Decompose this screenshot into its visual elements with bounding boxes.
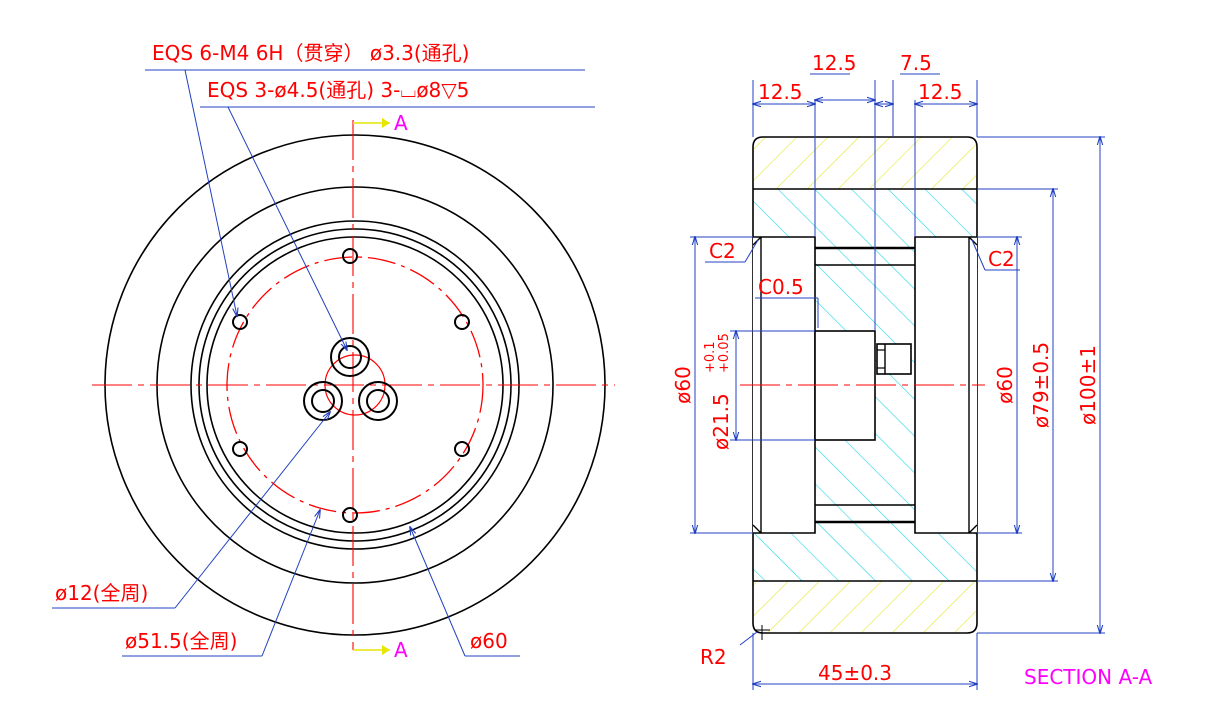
tapped-hole	[232, 314, 248, 330]
chamfer-left: C2	[709, 239, 736, 263]
tapped-hole	[342, 507, 358, 523]
callout-bore: ø60	[410, 527, 520, 657]
wheel-section-outline	[752, 136, 978, 634]
dim-hub-tol-lower: +0.05	[717, 333, 732, 373]
tapped-hole	[454, 441, 470, 457]
dim-right-step: 12.5	[918, 80, 963, 104]
callout-pcd-large: ø51.5(全周)	[122, 510, 320, 657]
dim-groove: 7.5	[900, 51, 932, 75]
chamfer-inner: C0.5	[758, 275, 804, 299]
callout-pcd-large-text: ø51.5(全周)	[125, 629, 237, 653]
section-label: SECTION A-A	[1024, 665, 1152, 689]
chamfer-right: C2	[988, 247, 1015, 271]
dim-hub: ø21.5	[709, 393, 733, 450]
dim-outer: ø100±1	[1076, 345, 1100, 425]
core-hatch-top	[753, 189, 977, 237]
callout-pcd-small: ø12(全周)	[52, 412, 330, 609]
hub-boss	[876, 343, 912, 375]
dim-overall: 45±0.3	[818, 661, 892, 685]
dim-diameter-lines	[690, 137, 1105, 633]
front-view: A A EQS 6-M4 6H（贯穿） ø3.3(通孔) EQS 3-ø4.5(…	[52, 41, 615, 662]
web-hatch-lower	[815, 440, 915, 533]
callout-bore-text: ø60	[470, 629, 508, 653]
counterbore-hole	[358, 381, 398, 421]
section-marker-bottom-label: A	[394, 638, 408, 662]
dim-top-span: 12.5	[812, 51, 857, 75]
tapped-hole	[454, 314, 470, 330]
callout-tapped-holes-text: EQS 6-M4 6H（贯穿） ø3.3(通孔)	[152, 41, 469, 65]
callout-counterbore-holes-text: EQS 3-ø4.5(通孔) 3-⌴ø8▽5	[207, 78, 469, 102]
tapped-hole	[342, 248, 358, 264]
tapped-hole	[232, 441, 248, 457]
callout-tapped-holes: EQS 6-M4 6H（贯穿） ø3.3(通孔)	[145, 41, 585, 316]
dim-hub-tol-upper: +0.1	[703, 341, 718, 373]
radius-label: R2	[700, 645, 727, 669]
section-marker-top: A	[353, 111, 408, 135]
tread-hatch-top	[753, 137, 977, 189]
tread-hatch-bottom	[753, 581, 977, 633]
dim-core: ø79±0.5	[1029, 342, 1053, 428]
counterbore-hole	[330, 337, 370, 377]
dim-bore-left: ø60	[671, 366, 695, 404]
section-marker-top-label: A	[394, 111, 408, 135]
counterbore-hole	[303, 381, 343, 421]
section-marker-bottom: A	[353, 638, 408, 662]
section-view: 12.5 7.5 12.5 12.5 C2 C2 C0.5 R2 45±0.3	[671, 51, 1152, 690]
dim-overall-lines	[753, 633, 977, 690]
dim-bore-right: ø60	[993, 366, 1017, 404]
callout-counterbore-holes: EQS 3-ø4.5(通孔) 3-⌴ø8▽5	[200, 78, 595, 350]
dim-left-step: 12.5	[758, 80, 803, 104]
web-hatch-upper	[815, 237, 915, 331]
dim-widths	[753, 73, 977, 331]
dim-hub-group: ø21.5 +0.1 +0.05	[703, 333, 733, 450]
core-hatch-bottom	[753, 533, 977, 581]
callout-pcd-small-text: ø12(全周)	[55, 581, 148, 605]
